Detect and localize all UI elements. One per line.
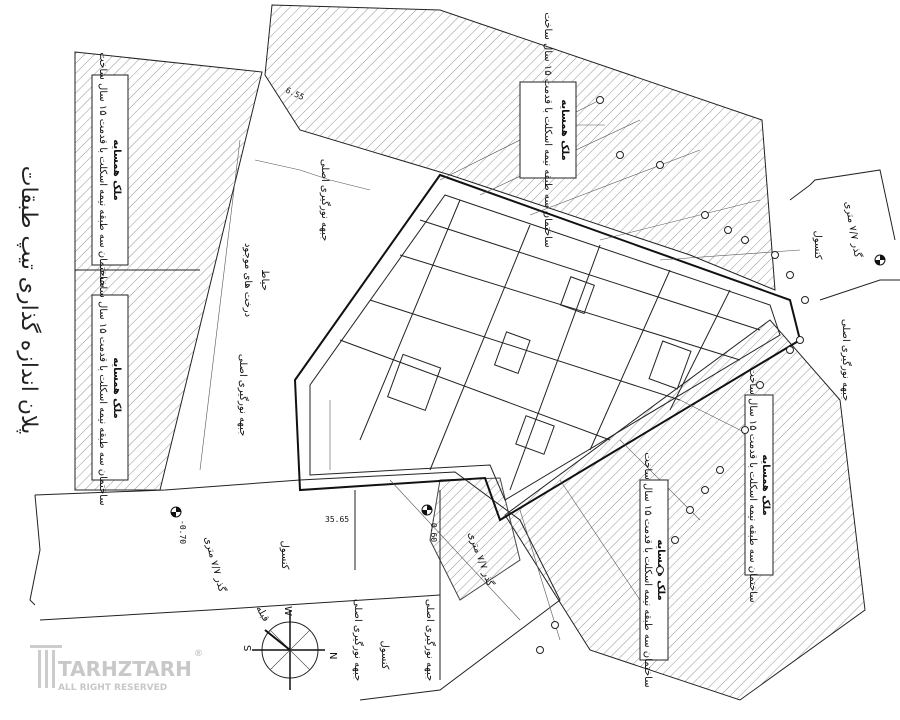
grid-bubble <box>741 426 749 434</box>
neighbor-desc: ساختمان سه طبقه نیمه اسکلت با قدمت ۱۵ سا… <box>642 452 653 687</box>
lighting-label: جبهه نورگیری اصلی <box>424 599 436 681</box>
stair-core <box>387 353 442 411</box>
neighbor-label-1: ملک همسایه ساختمان سه طبقه نیمه اسکلت با… <box>91 52 129 288</box>
stair-core-east <box>648 340 692 390</box>
watermark-rights: ALL RIGHT RESERVED <box>58 683 167 693</box>
neighbor-desc: ساختمان سه طبقه نیمه اسکلت با قدمت ۱۵ سا… <box>97 270 108 505</box>
road-label-west: گذر ۷/۷ متری <box>202 535 228 593</box>
lighting-label: جبهه نورگیری اصلی <box>237 354 249 436</box>
grid-bubble <box>656 161 664 169</box>
neighbor-desc: ساختمان سه طبقه نیمه اسکلت با قدمت ۱۵ سا… <box>97 52 108 287</box>
neighbor-heading: ملک همسایه <box>111 357 122 418</box>
lighting-label: جبهه نورگیری اصلی <box>840 319 852 401</box>
level-value: -0.60 <box>429 518 438 542</box>
dimension-value: 35.65 <box>325 515 349 524</box>
grid-bubble <box>786 346 794 354</box>
grid-bubbles <box>536 96 809 654</box>
console-label: کنسول <box>279 540 290 569</box>
elevator-shaft <box>493 331 531 375</box>
grid-bubble <box>724 226 732 234</box>
compass-w: W <box>282 606 293 616</box>
grid-bubble <box>596 96 604 104</box>
grid-bubble <box>756 381 764 389</box>
level-marker: -0.60 <box>421 504 438 542</box>
grid-bubble <box>801 296 809 304</box>
console-label: کنسول <box>812 230 823 259</box>
lighting-label: جبهه نورگیری اصلی <box>352 599 364 681</box>
neighbor-lot-southeast <box>504 319 866 701</box>
level-marker <box>874 254 886 266</box>
watermark-logo: TARHZTARH ALL RIGHT RESERVED ® <box>30 645 203 693</box>
compass-s: S <box>241 645 252 651</box>
neighbor-heading: ملک همسایه <box>111 139 122 200</box>
site-boundary <box>34 471 561 701</box>
neighbor-heading: ملک همسایه <box>760 454 771 515</box>
level-marker: -0.70 <box>170 506 187 544</box>
grid-bubble <box>701 211 709 219</box>
neighbor-heading: ملک همسایه <box>559 99 570 160</box>
drawing-title: پلان اندازه گذاری تیپ طبقات <box>16 166 42 434</box>
neighbor-desc: ساختمان سه طبقه نیمه اسکلت با قدمت ۱۵ سا… <box>747 367 758 602</box>
road-label-east: گذر ۷/۷ متری <box>842 200 864 259</box>
grid-bubble <box>771 251 779 259</box>
building-plan <box>293 173 802 522</box>
lighting-label: جبهه نورگیری اصلی <box>319 159 331 241</box>
trees-label: درخت های موجود <box>242 243 253 317</box>
neighbor-lot-south <box>429 477 521 601</box>
neighbor-label-2: ملک همسایه ساختمان سه طبقه نیمه اسکلت با… <box>91 270 129 506</box>
compass-qibla: قبله <box>253 604 271 624</box>
grid-bubble <box>796 336 804 344</box>
neighbor-label-4: ملک همسایه ساختمان سه طبقه نیمه اسکلت با… <box>744 367 774 603</box>
console-label: کنسول <box>379 640 390 669</box>
grid-bubble <box>716 466 724 474</box>
grid-bubble <box>671 536 679 544</box>
watermark-reg: ® <box>194 649 203 659</box>
grid-bubble <box>536 646 544 654</box>
grid-bubble <box>616 151 624 159</box>
grid-bubble <box>686 506 694 514</box>
grid-bubble <box>741 236 749 244</box>
grid-bubble <box>551 621 559 629</box>
neighbor-label-3: ملک همسایه ساختمان سه طبقه نیمه اسکلت با… <box>519 12 605 248</box>
watermark-brand: TARHZTARH <box>58 657 192 681</box>
grid-bubble <box>786 271 794 279</box>
level-value: -0.70 <box>178 520 187 544</box>
grid-bubble <box>701 486 709 494</box>
courtyard-label: حیاط <box>259 269 270 291</box>
grid-bubble <box>656 566 664 574</box>
north-arrow-compass: N S W قبله <box>241 604 338 690</box>
compass-n: N <box>327 652 338 659</box>
neighbor-desc: ساختمان سه طبقه نیمه اسکلت با قدمت ۱۵ سا… <box>542 12 553 247</box>
